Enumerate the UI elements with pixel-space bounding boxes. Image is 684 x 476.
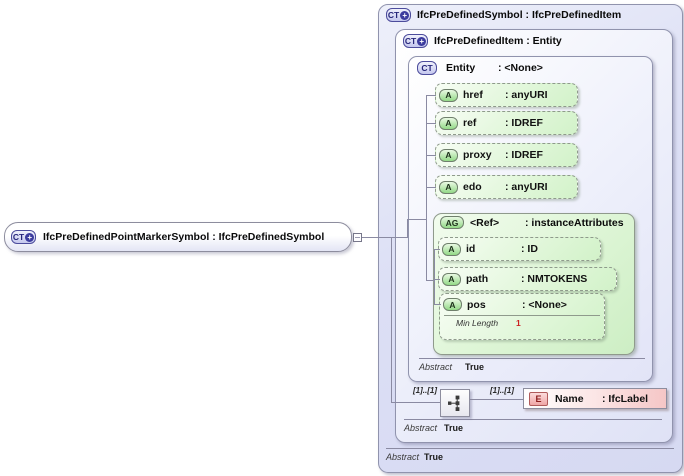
element-icon: E <box>529 391 548 406</box>
attribute-icon: A <box>439 148 458 162</box>
attribute-name: pos <box>467 298 486 311</box>
complex-type-icon: CT + <box>11 230 36 244</box>
attribute-group-type: : instanceAttributes <box>525 216 624 229</box>
attribute-name: path <box>466 273 489 285</box>
connector-line <box>391 237 392 403</box>
facet-value: 1 <box>516 318 521 328</box>
connector-line <box>391 402 440 403</box>
connector-line <box>470 399 523 400</box>
attribute-icon: A <box>439 116 458 130</box>
attribute-box-edo[interactable]: A edo : anyURI <box>435 175 578 199</box>
element-box-name[interactable]: E Name : IfcLabel <box>523 388 667 409</box>
facet-divider <box>444 315 600 316</box>
attribute-icon: A <box>442 272 461 286</box>
complex-type-icon-text: CT <box>421 63 433 73</box>
connector-line <box>362 237 408 238</box>
attribute-type: : ID <box>521 243 538 255</box>
expand-plus-icon: + <box>417 36 427 46</box>
attribute-name: proxy <box>463 149 492 161</box>
attribute-name: href <box>463 89 483 101</box>
attribute-type: : anyURI <box>505 181 548 193</box>
facet-label: Min Length <box>456 318 499 328</box>
attribute-name: edo <box>463 181 482 193</box>
connector-line <box>407 219 408 238</box>
attribute-type: : NMTOKENS <box>521 273 588 285</box>
attribute-box-pos[interactable]: A pos : <None> Min Length 1 <box>439 293 605 340</box>
complex-type-icon: CT <box>417 61 437 75</box>
attribute-icon: A <box>439 88 458 102</box>
attribute-type: : IDREF <box>505 117 543 129</box>
attribute-box-id[interactable]: A id : ID <box>438 237 601 261</box>
complex-type-icon: CT + <box>403 34 428 48</box>
attribute-name: ref <box>463 117 477 129</box>
connector-branch-line <box>426 280 435 281</box>
connector-branch-line <box>426 155 436 156</box>
abstract-value: True <box>465 362 485 372</box>
attribute-group-name: <Ref> <box>470 216 500 229</box>
connector-branch-line <box>426 123 436 124</box>
connector-branch-line <box>434 304 441 305</box>
cardinality-label-right: [1]..[1] <box>490 386 514 395</box>
attribute-type: : IDREF <box>505 149 543 161</box>
element-name: Name <box>555 392 584 405</box>
abstract-label: Abstract <box>419 362 453 372</box>
attribute-box-path[interactable]: A path : NMTOKENS <box>438 267 617 291</box>
symbol-type-label: IfcPreDefinedSymbol : IfcPreDefinedItem <box>417 9 622 21</box>
attribute-box-ref[interactable]: A ref : IDREF <box>435 111 578 135</box>
abstract-value: True <box>444 423 464 433</box>
complex-type-icon-text: CT <box>387 10 400 20</box>
connector-trunk-line <box>426 95 427 281</box>
attribute-box-href[interactable]: A href : anyURI <box>435 83 578 107</box>
complex-type-icon-text: CT <box>404 36 417 46</box>
expand-plus-icon: + <box>400 10 410 20</box>
entity-base-type: : <None> <box>498 62 543 74</box>
attribute-icon: A <box>443 298 462 311</box>
entity-name: Entity <box>446 62 476 74</box>
connector-branch-line <box>426 95 436 96</box>
attribute-name: id <box>466 243 476 255</box>
attribute-icon: A <box>439 180 458 194</box>
cardinality-label-left: [1]..[1] <box>413 386 437 395</box>
item-type-label: IfcPreDefinedItem : Entity <box>434 35 562 47</box>
abstract-value: True <box>424 452 444 462</box>
connector-branch-line <box>426 187 436 188</box>
collapse-handle-icon[interactable] <box>353 233 362 242</box>
abstract-label: Abstract <box>386 452 420 462</box>
sequence-glyph-icon <box>448 395 460 411</box>
expand-plus-icon: + <box>25 232 35 242</box>
complex-type-icon: CT + <box>386 8 411 22</box>
sequence-icon[interactable] <box>440 389 470 417</box>
source-type-label: IfcPreDefinedPointMarkerSymbol : IfcPreD… <box>43 231 325 243</box>
attribute-type: : anyURI <box>505 89 548 101</box>
connector-branch-line <box>434 249 440 250</box>
complex-type-icon-text: CT <box>12 232 25 242</box>
connector-branch-line <box>434 279 440 280</box>
abstract-label: Abstract <box>404 423 438 433</box>
attribute-box-proxy[interactable]: A proxy : IDREF <box>435 143 578 167</box>
source-type-box[interactable]: CT + IfcPreDefinedPointMarkerSymbol : If… <box>4 222 352 252</box>
attribute-type: : <None> <box>522 298 567 311</box>
attribute-icon: A <box>442 242 461 256</box>
attribute-group-icon: AG <box>440 216 464 229</box>
connector-line <box>407 219 427 220</box>
connector-trunk-line <box>434 249 435 305</box>
element-type: : IfcLabel <box>602 392 649 405</box>
